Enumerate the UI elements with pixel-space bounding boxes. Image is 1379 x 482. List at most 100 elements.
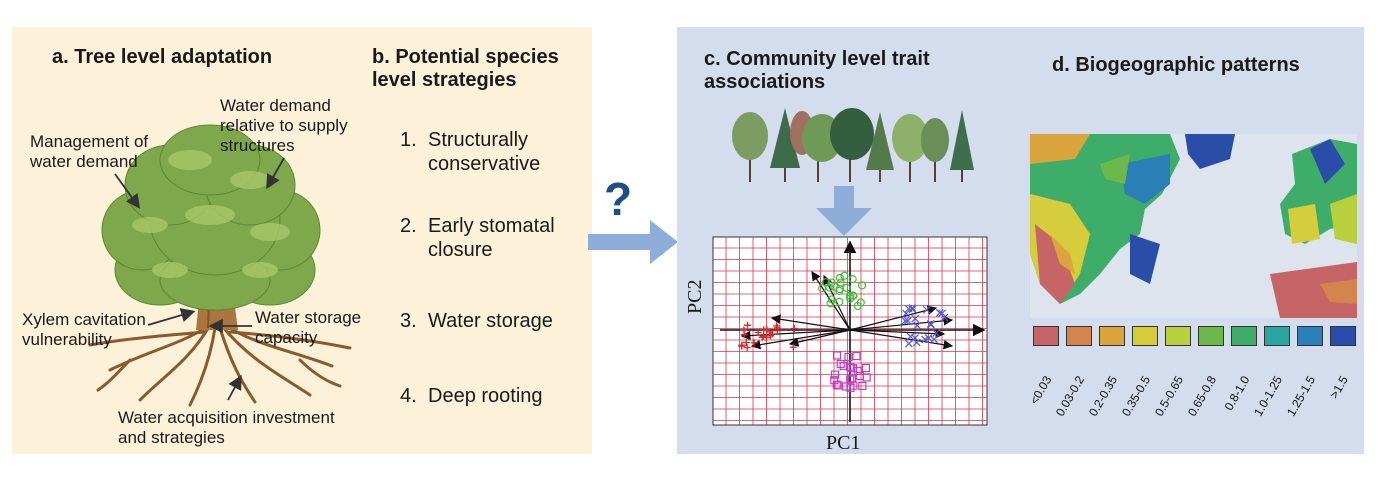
pca-point	[826, 299, 835, 308]
pca-point	[743, 344, 751, 352]
pca-point	[856, 298, 865, 307]
pca-point	[825, 283, 834, 292]
loading-vector	[770, 314, 851, 331]
strategy-item: 2. Early stomatal closure	[400, 214, 600, 264]
loading-vector	[849, 316, 954, 331]
pca-point	[911, 333, 920, 342]
legend-swatch	[1066, 326, 1092, 346]
pca-point	[840, 271, 849, 280]
pca-point	[938, 309, 947, 318]
legend-swatch	[1264, 326, 1290, 346]
pca-point	[760, 326, 768, 334]
strategy-label: Structurally conservative	[428, 129, 541, 175]
pca-point	[766, 328, 774, 336]
strategy-label: Water storage	[428, 310, 553, 332]
panel-c-title: c. Community level trait associations	[704, 48, 930, 93]
loading-vector	[750, 329, 851, 350]
pca-point	[760, 332, 768, 340]
loading-vector	[849, 305, 938, 331]
pca-point	[738, 342, 746, 350]
tree-illustration	[88, 124, 352, 407]
pca-point	[853, 366, 862, 376]
pca-point	[832, 380, 841, 389]
panel-a-title: a. Tree level adaptation	[52, 46, 273, 68]
pca-point	[848, 364, 858, 373]
pca-point	[790, 325, 798, 333]
tree-pointer-arrows	[114, 157, 285, 401]
strategy-item: 4. Deep rooting	[400, 384, 600, 414]
storage-label: Water storage capacity	[255, 308, 362, 347]
strategy-label: Early stomatal closure	[428, 215, 555, 261]
legend-swatch	[1198, 326, 1224, 346]
strategy-item: 3. Water storage	[400, 309, 600, 339]
pca-point	[924, 333, 933, 342]
pca-point	[912, 338, 921, 347]
pca-point	[740, 331, 748, 339]
pca-point	[932, 329, 941, 338]
down-arrow	[816, 186, 872, 236]
legend-swatch	[1033, 326, 1059, 346]
panel-d-title: d. Biogeographic patterns	[1052, 54, 1300, 76]
question-mark: ?	[604, 173, 633, 225]
pca-point	[754, 328, 762, 336]
biogeographic-map	[1030, 134, 1357, 318]
pca-point	[832, 351, 842, 360]
pca-point	[834, 381, 843, 390]
map-legend	[1033, 326, 1359, 348]
pca-xlabel: PC1	[826, 432, 861, 454]
pca-point	[742, 339, 750, 347]
legend-swatch	[1099, 326, 1125, 346]
loading-vector	[849, 329, 954, 350]
pca-point	[852, 352, 861, 361]
strategy-number: 4.	[400, 385, 417, 407]
loading-vector	[849, 328, 946, 339]
strategy-number: 2.	[400, 215, 417, 237]
pca-point	[901, 317, 910, 325]
pca-point	[861, 363, 870, 373]
pca-point	[835, 273, 844, 282]
management-label: Management of water demand	[30, 132, 149, 171]
legend-swatch	[1330, 326, 1356, 346]
pca-point	[845, 291, 855, 300]
legend-swatch	[1231, 326, 1257, 346]
legend-swatch	[1132, 326, 1158, 346]
pca-point	[773, 327, 781, 335]
pca-point	[846, 294, 855, 303]
strategy-item: 1. Structurally conservative	[400, 128, 600, 178]
pca-point	[858, 381, 867, 391]
pca-point	[926, 320, 935, 329]
pca-point	[926, 319, 935, 328]
connector-arrow	[588, 220, 678, 264]
pca-point	[913, 321, 922, 330]
pca-point	[862, 373, 871, 382]
pca-point	[767, 332, 775, 340]
pca-point	[857, 281, 867, 290]
pca-point	[827, 295, 836, 304]
pca-point	[830, 370, 840, 379]
pca-point	[844, 352, 853, 362]
xylem-label: Xylem cavitation vulnerability	[22, 310, 146, 349]
loading-vector	[740, 329, 851, 341]
loading-vector	[811, 270, 851, 331]
pca-point	[846, 383, 855, 392]
legend-swatch	[1165, 326, 1191, 346]
pca-point	[905, 339, 913, 348]
pca-ylabel: PC2	[684, 279, 706, 314]
forest-illustration	[732, 108, 974, 182]
pca-biplot	[712, 236, 988, 426]
pca-point	[908, 304, 917, 312]
loading-vector	[788, 329, 851, 347]
panel-b-title: b. Potential species level strategies	[372, 46, 559, 91]
pca-point	[935, 308, 944, 317]
strategy-number: 3.	[400, 310, 417, 332]
legend-swatch	[1297, 326, 1323, 346]
pca-point	[911, 314, 920, 323]
strategy-label: Deep rooting	[428, 385, 543, 407]
pca-point	[758, 333, 766, 341]
pca-point	[750, 339, 758, 347]
pca-point	[922, 305, 931, 314]
water-demand-label: Water demand relative to supply structur…	[220, 96, 348, 155]
pca-point	[830, 282, 839, 291]
pca-point	[848, 275, 857, 284]
pca-point	[906, 332, 915, 341]
